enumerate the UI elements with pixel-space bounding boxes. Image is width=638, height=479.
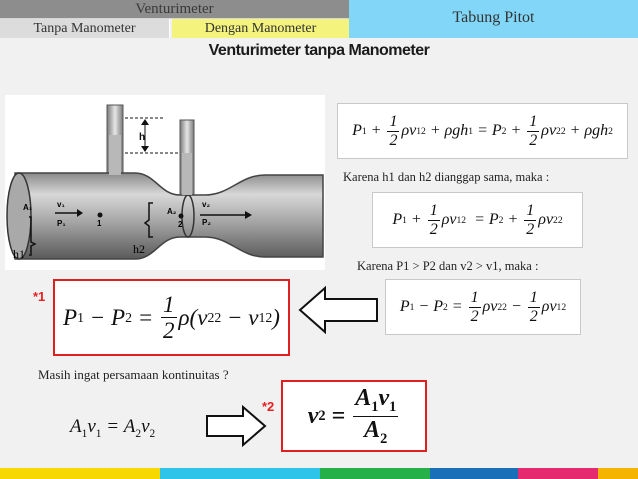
note-same-height: Karena h1 dan h2 dianggap sama, maka : xyxy=(343,170,550,184)
venturi-tube-drawing: h A₁ v₁ P₁ 1 A₂ v₂ P₂ 2 h1 h2 xyxy=(6,104,324,261)
tab-dengan-manometer[interactable]: Dengan Manometer xyxy=(172,19,349,38)
arrow-right-icon xyxy=(206,405,267,447)
page-title: Venturimeter tanpa Manometer xyxy=(208,42,430,59)
footer-bar-cyan xyxy=(160,468,320,479)
equation-continuity: A1v1 = A2v2 xyxy=(70,416,156,440)
label-a1: A₁ xyxy=(23,203,33,212)
label-p2: P₂ xyxy=(202,218,211,227)
label-a2: A₂ xyxy=(167,207,177,216)
label-p1: P₁ xyxy=(57,219,66,228)
label-point1: 1 xyxy=(97,219,102,228)
tab-tanpa-manometer[interactable]: Tanpa Manometer xyxy=(0,19,170,38)
label-h1: h1 xyxy=(13,247,25,261)
footer-bar-blue xyxy=(430,468,518,479)
tab-tabung-pitot[interactable]: Tabung Pitot xyxy=(349,0,638,38)
marker-star-1: *1 xyxy=(33,289,46,304)
label-h2: h2 xyxy=(133,242,145,256)
venturi-diagram: h A₁ v₁ P₁ 1 A₂ v₂ P₂ 2 h1 h2 xyxy=(5,95,325,270)
marker-star-2: *2 xyxy=(262,399,275,414)
note-pressure-greater: Karena P1 > P2 dan v2 > v1, maka : xyxy=(357,259,539,273)
footer-bar-yellow xyxy=(0,468,160,479)
footer-bar-pink xyxy=(518,468,598,479)
tab-venturimeter[interactable]: Venturimeter xyxy=(0,0,349,19)
label-v1: v₁ xyxy=(57,200,65,209)
footer-bar-orange xyxy=(598,468,638,479)
note-continuity: Masih ingat persamaan kontinuitas ? xyxy=(38,367,229,382)
label-v2: v₂ xyxy=(202,200,210,209)
arrow-left-icon xyxy=(298,285,378,335)
label-point2: 2 xyxy=(178,220,183,229)
h-label: h xyxy=(139,132,145,143)
footer-bar-green xyxy=(320,468,430,479)
